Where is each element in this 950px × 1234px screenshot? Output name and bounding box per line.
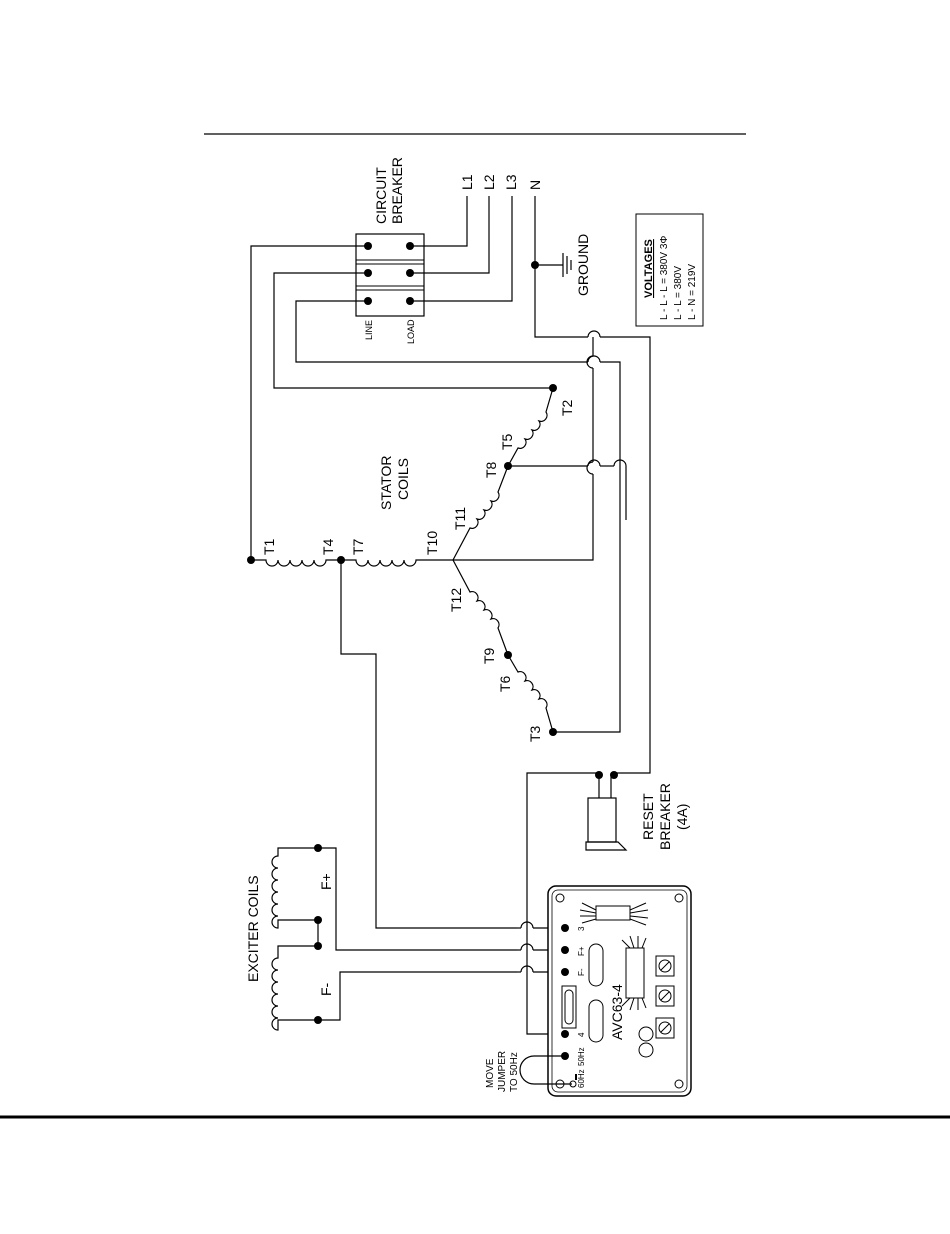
term-4-label: 4 bbox=[577, 1032, 586, 1037]
voltages-line-1: L - L - L = 380V 3Φ bbox=[659, 236, 670, 320]
t5-label: T5 bbox=[499, 433, 515, 450]
voltages-title: VOLTAGES bbox=[643, 239, 655, 298]
term-3-label: 3 bbox=[577, 926, 586, 931]
ground-symbol bbox=[535, 253, 571, 277]
reset-label-3: (4A) bbox=[674, 804, 690, 830]
jumper-label-2: JUMPER bbox=[497, 1051, 508, 1092]
term-50hz-label: 50Hz bbox=[577, 1047, 586, 1066]
stator-label-1: STATOR bbox=[378, 456, 394, 510]
jumper-label-1: MOVE bbox=[485, 1058, 496, 1088]
f-minus-label: F- bbox=[318, 982, 334, 996]
reset-label-1: RESET bbox=[640, 793, 656, 840]
n-label: N bbox=[527, 180, 543, 190]
voltages-line-2: L - L = 380V bbox=[673, 266, 684, 320]
circuit-breaker-label-2: BREAKER bbox=[389, 157, 405, 224]
t6-label: T6 bbox=[497, 675, 513, 692]
t4-label: T4 bbox=[320, 538, 336, 555]
t2-label: T2 bbox=[559, 399, 575, 416]
circuit-breaker-label-1: CIRCUIT bbox=[373, 167, 389, 224]
exciter-label: EXCITER COILS bbox=[245, 875, 261, 982]
t1-label: T1 bbox=[261, 538, 277, 555]
t11-label: T11 bbox=[452, 507, 468, 530]
avc-model-label: AVC63-4 bbox=[609, 984, 625, 1040]
t10-label: T10 bbox=[424, 531, 440, 555]
t4-to-avc-wire bbox=[341, 560, 517, 928]
ground-label: GROUND bbox=[575, 234, 591, 296]
exciter-coils bbox=[272, 848, 517, 1030]
term-fminus-label: F- bbox=[577, 968, 586, 976]
t7-label: T7 bbox=[350, 538, 366, 555]
t9-label: T9 bbox=[481, 647, 497, 664]
l2-label: L2 bbox=[481, 174, 497, 190]
voltages-line-3: L - N = 219V bbox=[687, 264, 698, 320]
load-label: LOAD bbox=[406, 319, 416, 344]
t3-label: T3 bbox=[527, 725, 543, 742]
l1-label: L1 bbox=[459, 174, 475, 190]
term-60hz-label: 60Hz bbox=[577, 1069, 586, 1088]
l3-label: L3 bbox=[503, 174, 519, 190]
t8-label: T8 bbox=[483, 461, 499, 478]
t12-label: T12 bbox=[448, 588, 464, 612]
line-label: LINE bbox=[364, 320, 374, 340]
jumper-label-3: TO 50Hz bbox=[509, 1052, 520, 1092]
load-wires bbox=[410, 196, 650, 773]
f-plus-label: F+ bbox=[318, 873, 334, 890]
stator-label-2: COILS bbox=[395, 458, 411, 500]
line-wires bbox=[251, 246, 620, 732]
term-fplus-label: F+ bbox=[577, 946, 586, 956]
reset-label-2: BREAKER bbox=[657, 783, 673, 850]
